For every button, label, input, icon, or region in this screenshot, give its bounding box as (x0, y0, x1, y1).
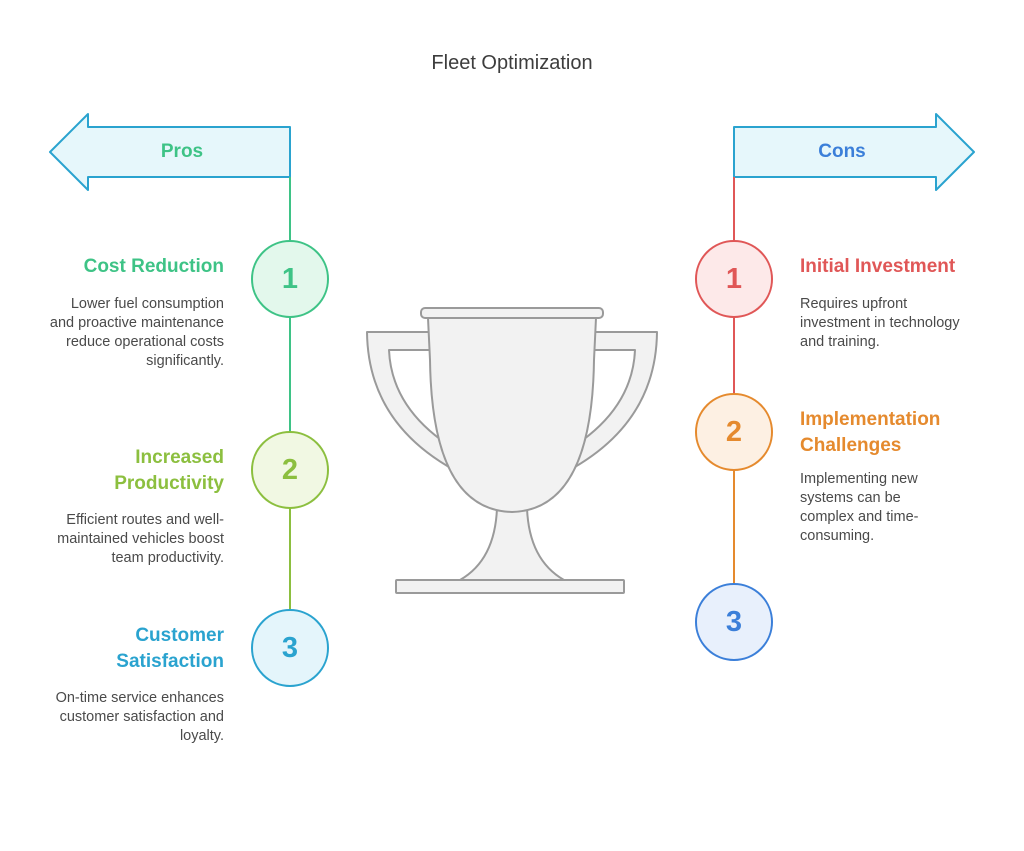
pros-label: Pros (160, 141, 204, 162)
cons-description-1: Requires upfront investment in technolog… (800, 296, 960, 350)
pros-circle-3 (251, 609, 329, 687)
pros-description-3: On-time service enhances customer satisf… (55, 690, 224, 744)
diagram-title: Fleet Optimization (431, 52, 593, 74)
pros-number-2: 2 (281, 454, 299, 486)
pros-number-1: 1 (281, 263, 299, 295)
pros-circle-2 (251, 431, 329, 509)
pros-circle-1 (251, 240, 329, 318)
cons-arrow (733, 113, 975, 191)
pros-description-1: Lower fuel consumption and proactive mai… (49, 296, 224, 369)
cons-number-3: 3 (725, 606, 743, 638)
cons-label: Cons (818, 141, 866, 162)
cons-heading-2: Implementation Challenges (800, 409, 941, 456)
pros-heading-3: Customer Satisfaction (116, 625, 224, 672)
pros-number-3: 3 (281, 632, 299, 664)
pros-arrow (49, 113, 291, 191)
cons-circle-1 (695, 240, 773, 318)
cons-number-1: 1 (725, 263, 743, 295)
pros-description-2: Efficient routes and well-maintained veh… (57, 512, 224, 566)
trophy-icon (366, 307, 658, 594)
cons-number-2: 2 (725, 416, 743, 448)
cons-circle-2 (695, 393, 773, 471)
pros-heading-2: Increased Productivity (114, 447, 224, 494)
cons-circle-3 (695, 583, 773, 661)
pros-heading-1: Cost Reduction (83, 256, 224, 277)
cons-description-2: Implementing new systems can be complex … (800, 471, 919, 544)
cons-heading-1: Initial Investment (800, 256, 956, 277)
